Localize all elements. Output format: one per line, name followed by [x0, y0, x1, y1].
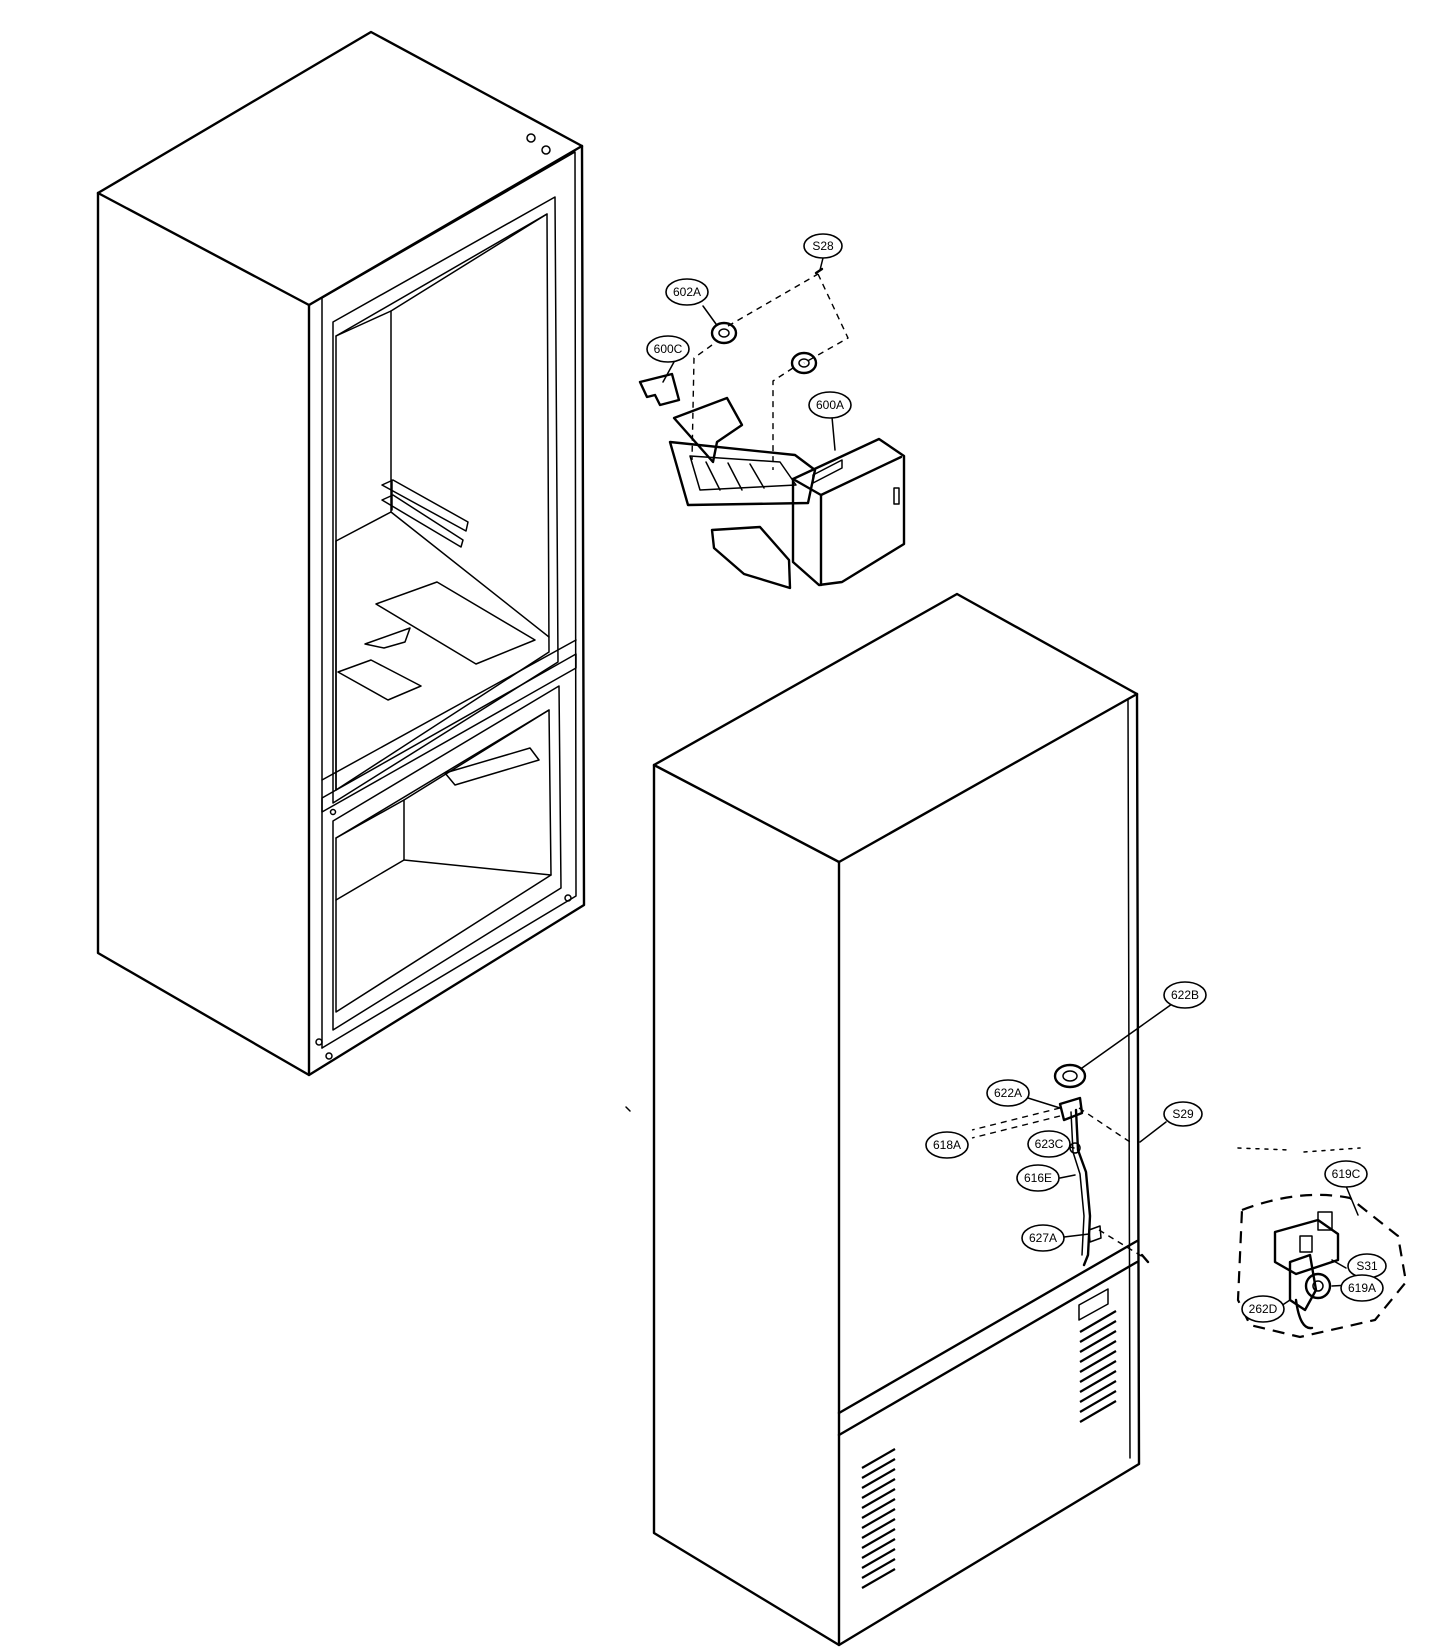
callout-627a: 627A — [1021, 1224, 1065, 1252]
callout-622b: 622B — [1163, 981, 1207, 1009]
callout-label: 622B — [1171, 988, 1199, 1002]
ice-maker-assembly — [638, 267, 906, 590]
callout-602a: 602A — [665, 278, 709, 306]
callout-label: 623C — [1035, 1137, 1064, 1151]
callout-s29: S29 — [1163, 1101, 1203, 1127]
callout-s31: S31 — [1347, 1253, 1387, 1279]
callout-label: 262D — [1249, 1302, 1278, 1316]
callout-616e: 616E — [1016, 1164, 1060, 1192]
refrigerator-inner-cabinet — [96, 30, 586, 1077]
callout-618a: 618A — [925, 1131, 969, 1159]
callout-622a: 622A — [986, 1079, 1030, 1107]
callout-label: 600A — [816, 398, 844, 412]
callout-s28: S28 — [803, 233, 843, 259]
vent-grille-right — [1079, 1310, 1117, 1423]
callout-label: S31 — [1356, 1259, 1378, 1273]
callout-619c: 619C — [1324, 1160, 1368, 1188]
callout-label: 602A — [673, 285, 701, 299]
callout-label: 616E — [1024, 1171, 1052, 1185]
callout-label: S29 — [1172, 1107, 1194, 1121]
callout-label: 627A — [1029, 1231, 1057, 1245]
refrigerator-outer-cabinet-rear — [625, 592, 1150, 1647]
callout-label: 619C — [1332, 1167, 1361, 1181]
callout-262d: 262D — [1241, 1295, 1285, 1323]
callout-leaders — [662, 257, 1359, 1313]
callout-623c: 623C — [1027, 1130, 1071, 1158]
callout-label: 618A — [933, 1138, 961, 1152]
water-valve-assembly — [1236, 1147, 1408, 1339]
callout-label: S28 — [812, 239, 834, 253]
callout-label: 619A — [1348, 1281, 1376, 1295]
vent-grille-left — [861, 1448, 896, 1589]
callout-600c: 600C — [646, 335, 690, 363]
callout-600a: 600A — [808, 391, 852, 419]
callout-label: 622A — [994, 1086, 1022, 1100]
callout-619a: 619A — [1340, 1274, 1384, 1302]
callout-label: 600C — [654, 342, 683, 356]
